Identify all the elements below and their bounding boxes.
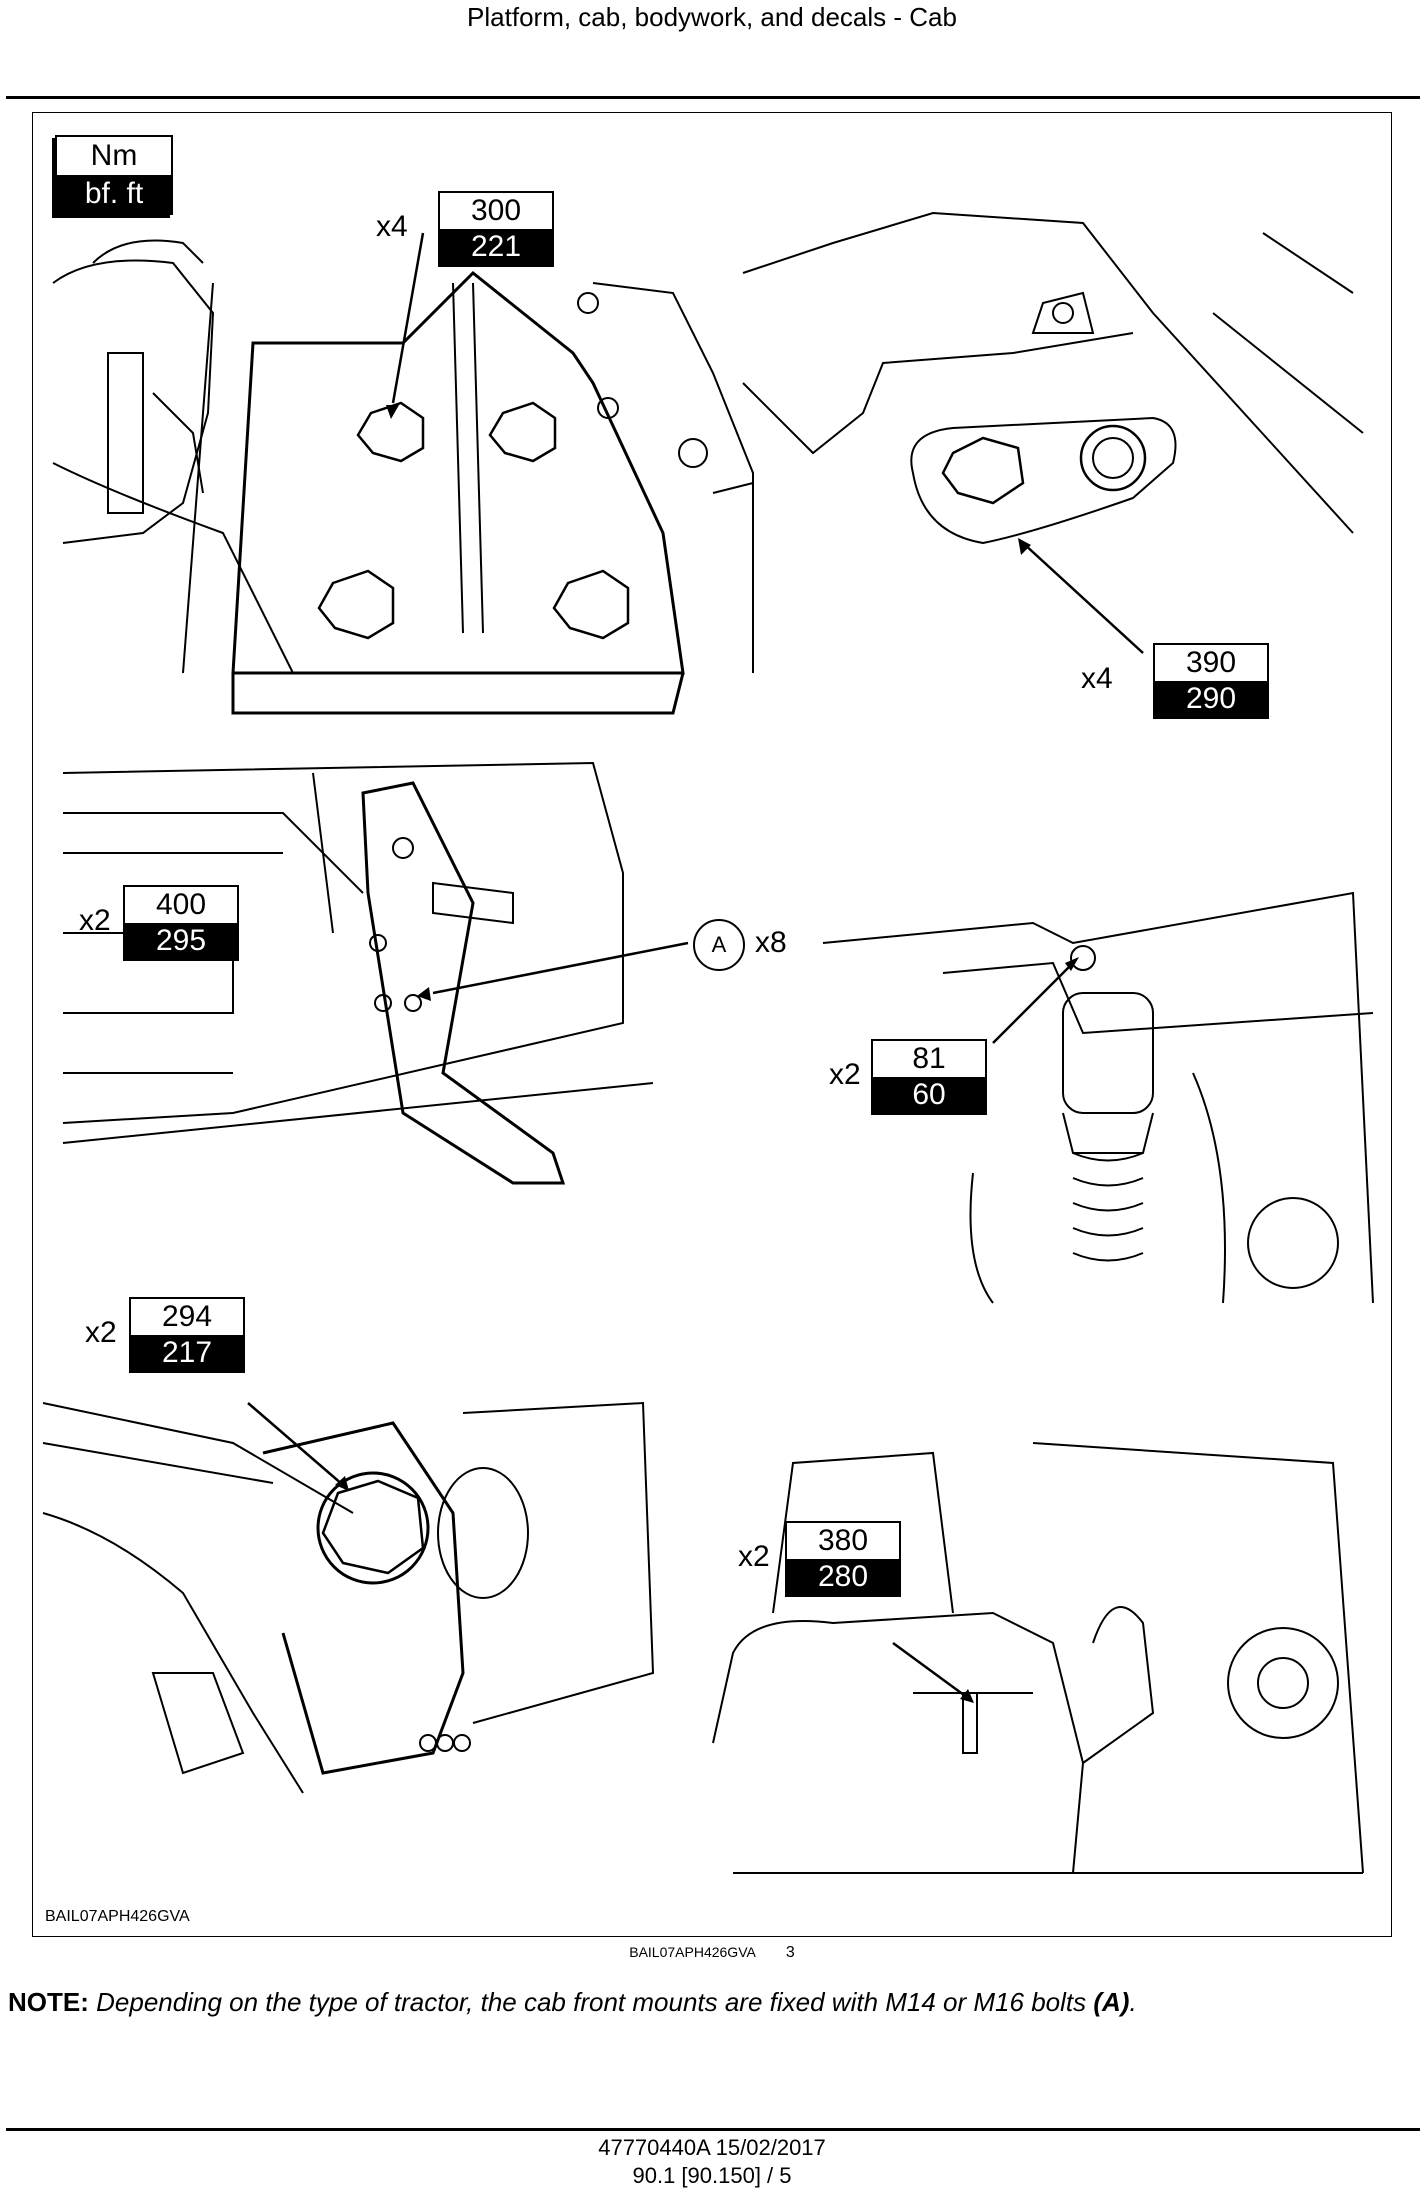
technical-illustration (42, 211, 1374, 1874)
caption-code: BAIL07APH426GVA (629, 1944, 756, 1960)
figure-caption: BAIL07APH426GVA 3 (0, 1944, 1424, 1962)
units-legend: Nm bf. ft (55, 135, 173, 215)
torque-ft: 290 (1155, 681, 1267, 717)
torque-nm: 400 (125, 887, 237, 923)
torque-nm: 300 (440, 193, 552, 229)
torque-ft: 217 (131, 1335, 243, 1371)
torque-qty: x2 (738, 1540, 770, 1573)
torque-nm: 390 (1155, 645, 1267, 681)
page-header: Platform, cab, bodywork, and decals - Ca… (467, 2, 957, 32)
note-text: Depending on the type of tractor, the ca… (96, 1987, 1087, 2017)
footer-rule (6, 2128, 1420, 2131)
callout-a: A (693, 919, 745, 971)
header-rule (6, 96, 1420, 99)
footer-doc: 47770440A 15/02/2017 (598, 2135, 826, 2160)
torque-ft: 221 (440, 229, 552, 265)
torque-nm: 380 (787, 1523, 899, 1559)
panel-lower-mount (712, 1442, 1364, 1874)
torque-label: 300 221 (438, 191, 554, 267)
torque-label: 380 280 (785, 1521, 901, 1597)
callout-a-qty: x8 (755, 926, 787, 959)
note-label: NOTE: (8, 1987, 89, 2017)
panel-rear-mount (742, 211, 1364, 545)
torque-label: 400 295 (123, 885, 239, 961)
torque-qty: x4 (1081, 662, 1113, 695)
torque-ft: 280 (787, 1559, 899, 1595)
leader-lines (247, 232, 1144, 1703)
torque-figure: Nm bf. ft x4 300 221 x4 390 290 x2 400 2… (32, 112, 1392, 1937)
panel-front-plate (52, 239, 754, 715)
note-end: . (1129, 1987, 1137, 2017)
figure-code: BAIL07APH426GVA (45, 1908, 190, 1925)
torque-label: 390 290 (1153, 643, 1269, 719)
torque-qty: x2 (85, 1316, 117, 1349)
unit-nm-label: Nm (57, 137, 171, 175)
caption-number: 3 (785, 1944, 795, 1961)
panel-shock-absorber (822, 891, 1374, 1304)
torque-ft: 60 (873, 1077, 985, 1113)
unit-ft-label: bf. ft (57, 175, 171, 213)
torque-qty: x2 (829, 1058, 861, 1091)
torque-qty: x2 (79, 904, 111, 937)
panel-bracket (62, 761, 654, 1185)
note-ref: (A) (1093, 1987, 1130, 2017)
torque-label: 81 60 (871, 1039, 987, 1115)
torque-nm: 81 (873, 1041, 985, 1077)
footer-page: 90.1 [90.150] / 5 (632, 2163, 792, 2188)
torque-label: 294 217 (129, 1297, 245, 1373)
note-paragraph: NOTE: Depending on the type of tractor, … (8, 1985, 1408, 2019)
torque-qty: x4 (376, 210, 408, 243)
panel-bushing (42, 1401, 655, 1794)
torque-ft: 295 (125, 923, 237, 959)
torque-nm: 294 (131, 1299, 243, 1335)
